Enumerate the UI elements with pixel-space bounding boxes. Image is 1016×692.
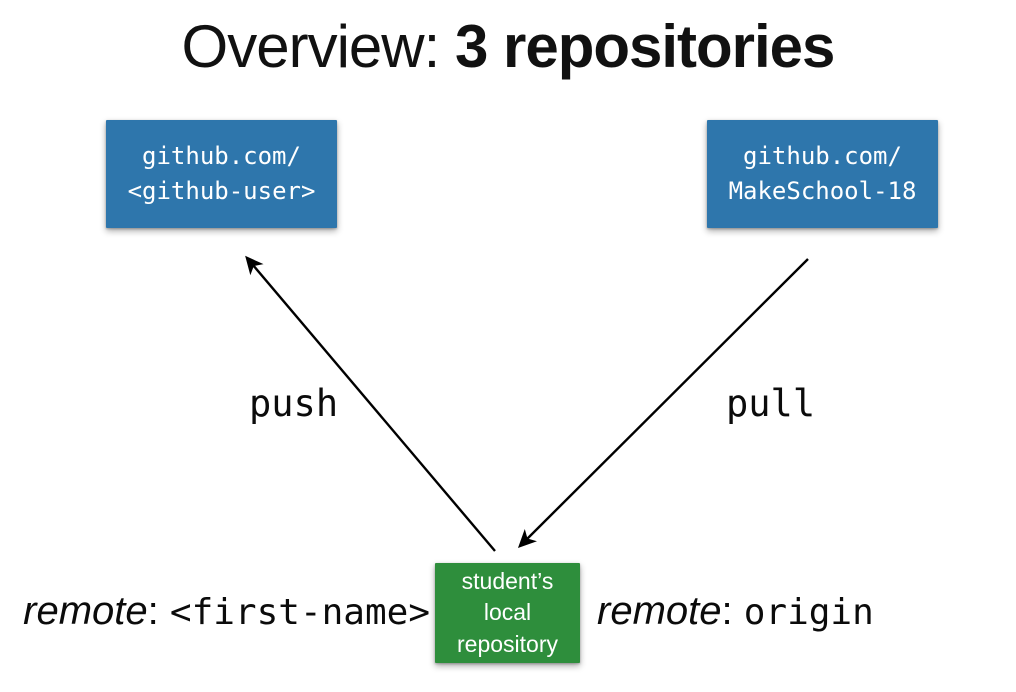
remote-left-separator: : (147, 589, 170, 633)
box-github-user-line2: <github-user> (127, 177, 316, 205)
remote-right-value: origin (743, 592, 874, 633)
remote-right-separator: : (721, 589, 744, 633)
box-local-line1: student’s (461, 568, 554, 595)
pull-label: pull (726, 382, 816, 425)
slide-title: Overview: 3 repositories (0, 14, 1016, 80)
box-github-user-line1: github.com/ (142, 142, 301, 171)
remote-left-word: remote (23, 589, 148, 633)
title-regular-part: Overview: (181, 13, 455, 80)
remote-right-word: remote (597, 589, 722, 633)
box-makeschool-line1: github.com/ (743, 142, 902, 171)
push-label: push (249, 382, 339, 425)
box-github-user-repo: github.com/ <github-user> (106, 120, 337, 228)
box-local-line2: local (483, 599, 532, 626)
box-local-line3: repository (457, 630, 558, 657)
remote-left-value: <first-name> (169, 592, 430, 633)
title-bold-part: 3 repositories (454, 13, 835, 80)
box-local-repo: student’s local repository (435, 563, 580, 663)
remote-left-label: remote: <first-name> (20, 589, 430, 634)
box-makeschool-line2: MakeSchool-18 (728, 177, 917, 205)
remote-right-label: remote: origin (597, 589, 874, 634)
box-makeschool-repo: github.com/ MakeSchool-18 (707, 120, 938, 228)
